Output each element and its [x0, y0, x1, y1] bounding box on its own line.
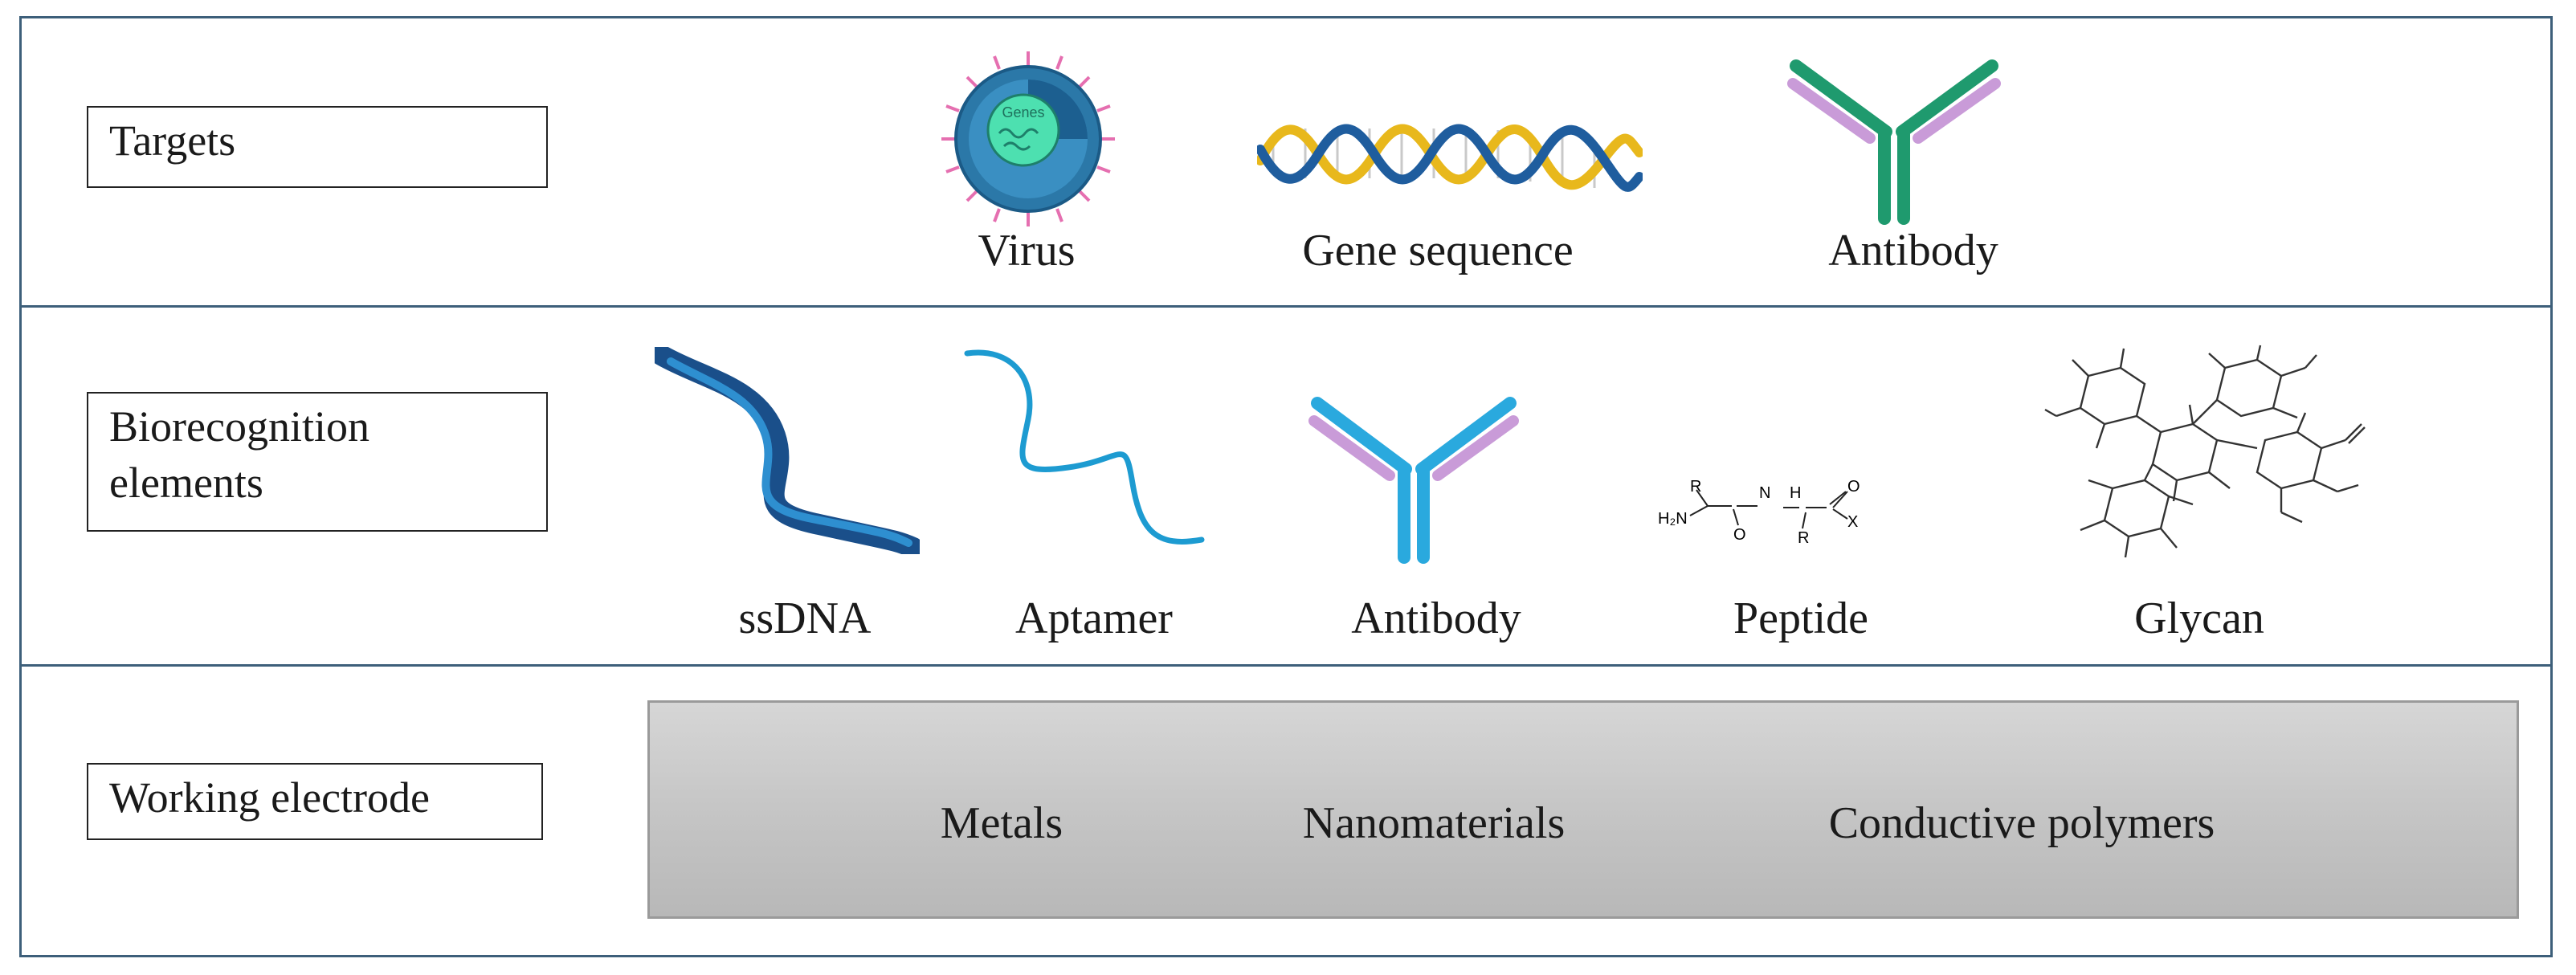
virus-icon: Genes: [941, 51, 1115, 226]
targets-label: Targets: [109, 116, 236, 165]
electrode-material-conductive-polymers: Conductive polymers: [1828, 798, 2215, 848]
peptide-atom-o1: O: [1733, 526, 1746, 544]
peptide-structure-icon: R H₂N O N H R O X: [1658, 478, 1860, 547]
diagram-frame: [19, 16, 2553, 957]
electrode-label-box: Working electrode: [87, 763, 543, 840]
virus-core-label: Genes: [1002, 104, 1044, 120]
bio-caption-aptamer: Aptamer: [1015, 594, 1173, 643]
aptamer-strand-icon: [964, 349, 1205, 545]
peptide-atom-o2: O: [1847, 478, 1860, 496]
peptide-atom-h: H: [1790, 484, 1801, 502]
working-electrode-panel: Metals Nanomaterials Conductive polymers: [647, 700, 2519, 919]
electrode-material-metals: Metals: [940, 798, 1063, 848]
target-caption-antibody: Antibody: [1828, 226, 1998, 275]
peptide-atom-n: N: [1759, 484, 1770, 502]
peptide-atom-r1: R: [1690, 478, 1701, 496]
peptide-atom-r2: R: [1798, 529, 1809, 547]
ssdna-ribbon-icon: [655, 347, 920, 554]
peptide-atom-h2n: H₂N: [1658, 510, 1688, 528]
peptide-atom-x: X: [1847, 513, 1858, 531]
bio-caption-antibody: Antibody: [1351, 594, 1521, 643]
bio-caption-peptide: Peptide: [1733, 594, 1868, 643]
biorecognition-label-box: Biorecognition elements: [87, 392, 548, 532]
targets-label-box: Targets: [87, 106, 548, 188]
row-divider-1: [19, 305, 2553, 308]
biorecognition-label-line1: Biorecognition: [109, 402, 369, 451]
bio-caption-glycan: Glycan: [2134, 594, 2264, 643]
antibody-icon: [1308, 397, 1519, 564]
bio-caption-ssdna: ssDNA: [738, 594, 872, 643]
target-caption-gene-sequence: Gene sequence: [1302, 226, 1574, 275]
biorecognition-label-line2: elements: [109, 459, 263, 507]
antibody-icon: [1787, 59, 2001, 225]
electrode-material-nanomaterials: Nanomaterials: [1302, 798, 1566, 848]
dna-double-helix-icon: [1257, 124, 1643, 192]
glycan-structure-icon: [2044, 345, 2366, 558]
electrode-label: Working electrode: [109, 773, 430, 822]
target-caption-virus: Virus: [978, 226, 1076, 275]
row-divider-2: [19, 664, 2553, 667]
